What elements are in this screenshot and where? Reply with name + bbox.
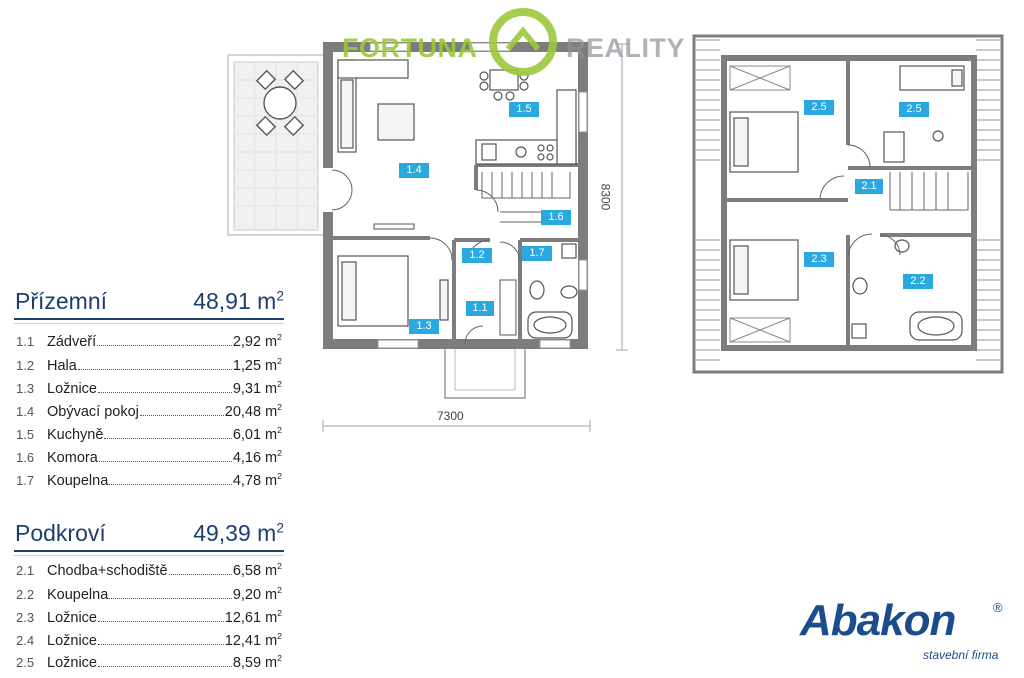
watermark-reality: REALITY bbox=[566, 33, 686, 63]
attic-plan bbox=[692, 34, 1004, 374]
ground-floor-plan bbox=[227, 42, 628, 432]
watermark-fortuna: FORTUNA bbox=[342, 33, 478, 63]
attic-title: Podkroví bbox=[15, 520, 106, 546]
plan-label-1-7: 1.7 bbox=[522, 246, 552, 261]
tv-stand bbox=[373, 223, 415, 230]
attic-bathroom-fixtures bbox=[851, 239, 963, 341]
plan-label-2-3: 2.3 bbox=[804, 252, 834, 267]
terrace-door bbox=[322, 168, 353, 212]
terrace bbox=[227, 54, 325, 236]
plan-label-1-3: 1.3 bbox=[409, 319, 439, 334]
attic-rule bbox=[14, 550, 284, 552]
attic-stairs bbox=[889, 172, 969, 211]
bathroom-fixtures bbox=[527, 243, 578, 339]
sofa-icon bbox=[337, 59, 415, 153]
attic-total-area: 49,39 m2 bbox=[193, 520, 284, 546]
abakon-tagline: stavební firma bbox=[923, 648, 999, 662]
attic-wardrobes bbox=[729, 65, 791, 343]
plan-label-2-5-right: 2.5 bbox=[899, 102, 929, 117]
attic-bed-icons bbox=[729, 65, 965, 301]
abakon-logo: Abakon bbox=[800, 596, 956, 645]
ground-floor-title: Přízemní bbox=[15, 288, 108, 314]
plan-label-1-4: 1.4 bbox=[399, 163, 429, 178]
hall-wardrobe bbox=[499, 279, 517, 336]
dimension-lines bbox=[322, 43, 628, 432]
bed-icon bbox=[337, 255, 449, 327]
depth-dimension: 8300 bbox=[598, 183, 613, 211]
ground-floor-total-area: 48,91 m2 bbox=[193, 288, 284, 314]
width-dimension: 7300 bbox=[437, 409, 464, 423]
dining-set-icon bbox=[255, 69, 305, 137]
ground-floor-rule bbox=[14, 318, 284, 320]
desk-icon bbox=[883, 130, 944, 163]
plan-label-2-1: 2.1 bbox=[855, 179, 883, 194]
plan-label-1-2: 1.2 bbox=[462, 248, 492, 263]
fortuna-logo-icon bbox=[489, 8, 557, 76]
plan-label-2-5-left: 2.5 bbox=[804, 100, 834, 115]
roof-hatching bbox=[696, 39, 1000, 361]
plan-label-1-6: 1.6 bbox=[541, 210, 571, 225]
kitchen-counter bbox=[475, 89, 577, 165]
plan-label-1-1: 1.1 bbox=[466, 301, 494, 316]
plan-label-1-5: 1.5 bbox=[509, 102, 539, 117]
plan-label-2-2: 2.2 bbox=[903, 274, 933, 289]
registered-mark: ® bbox=[993, 600, 1003, 615]
attic-outer-wall bbox=[692, 34, 1004, 374]
